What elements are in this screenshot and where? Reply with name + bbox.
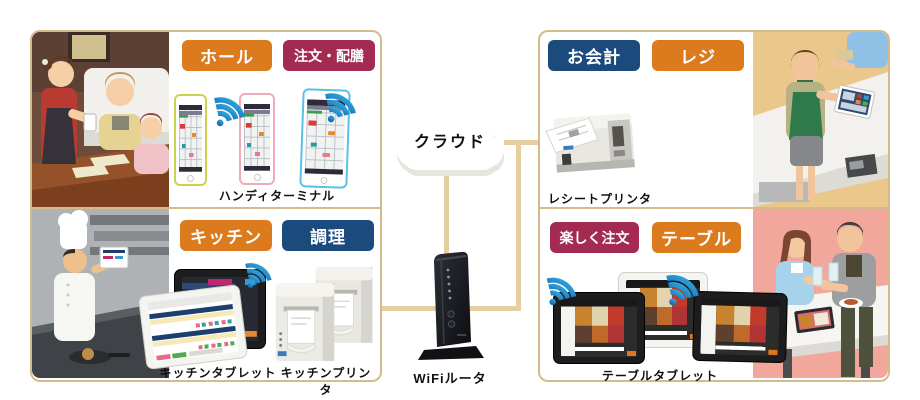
customer — [829, 32, 888, 72]
cooking-badge: 調理 — [282, 220, 374, 251]
wifi-icon — [546, 277, 577, 306]
panel-divider — [32, 207, 380, 209]
table-tablet-caption: テーブルタブレット — [601, 369, 719, 383]
menu-screen — [700, 298, 780, 356]
kitchen-tablet-caption: キッチンタブレット — [159, 366, 277, 380]
menu-tablet — [794, 306, 835, 334]
hall-badge: ホール — [182, 40, 272, 71]
home-button — [253, 174, 261, 181]
man-customer — [820, 222, 876, 377]
kitchen-badge: キッチン — [180, 220, 272, 251]
table-badge: テーブル — [652, 222, 741, 253]
checkout-badge: お会計 — [548, 40, 640, 71]
receipt-printer-caption: レシートプリンタ — [548, 192, 653, 206]
wifi-icon — [325, 93, 356, 123]
picture-frame — [68, 32, 110, 62]
handy-terminal-screen — [244, 104, 270, 171]
connector-cloud-to-register — [504, 140, 540, 145]
cashier — [786, 50, 844, 200]
waitress — [41, 56, 97, 164]
cloud-node: クラウド — [388, 90, 512, 186]
table-tablet-1 — [553, 292, 645, 364]
cloud-icon — [396, 103, 504, 176]
hall-kitchen-panel: ホール 注文・配膳 ハンディターミナル キッチン 調理 — [30, 30, 382, 397]
register-scene-illustration — [753, 32, 888, 207]
table-tablet-3 — [692, 290, 788, 364]
handy-terminal-2 — [239, 93, 275, 185]
seated-customer — [99, 72, 141, 150]
wifi-icon — [245, 263, 272, 288]
connector-cloud-to-router — [444, 170, 449, 311]
receipt-printer — [545, 113, 635, 173]
wifi-router — [418, 251, 484, 360]
register-table-panel: お会計 レジ レシートプリンタ 楽しく注文 テーブル — [538, 30, 890, 383]
connector-right-vertical — [516, 140, 521, 311]
handy-terminal-screen — [179, 105, 202, 172]
chef — [54, 210, 129, 341]
wifi-icon — [214, 97, 245, 127]
kitchen-printer-caption: キッチンプリンタ — [280, 366, 372, 397]
home-button — [187, 175, 194, 182]
kitchen-printer-1 — [275, 283, 335, 361]
kitchen-order-screen — [147, 292, 239, 362]
kitchen-tablet-white — [137, 284, 249, 370]
wifi-icon — [666, 275, 699, 306]
order-serve-badge: 注文・配膳 — [283, 40, 375, 71]
panel-divider — [540, 207, 888, 209]
menu-screen — [561, 299, 637, 357]
seated-customer-2 — [134, 113, 169, 174]
register-badge: レジ — [652, 40, 744, 71]
wifi-router-caption: WiFiルータ — [413, 371, 487, 386]
kitchen-scene-illustration — [32, 209, 169, 378]
cloud-label: クラウド — [413, 134, 486, 151]
home-button — [319, 176, 328, 185]
handy-terminal-1 — [174, 94, 207, 186]
hall-scene-illustration — [32, 32, 169, 207]
handy-terminal-caption: ハンディターミナル — [218, 189, 336, 203]
fun-order-badge: 楽しく注文 — [550, 222, 639, 253]
pos-tablet — [834, 84, 876, 119]
